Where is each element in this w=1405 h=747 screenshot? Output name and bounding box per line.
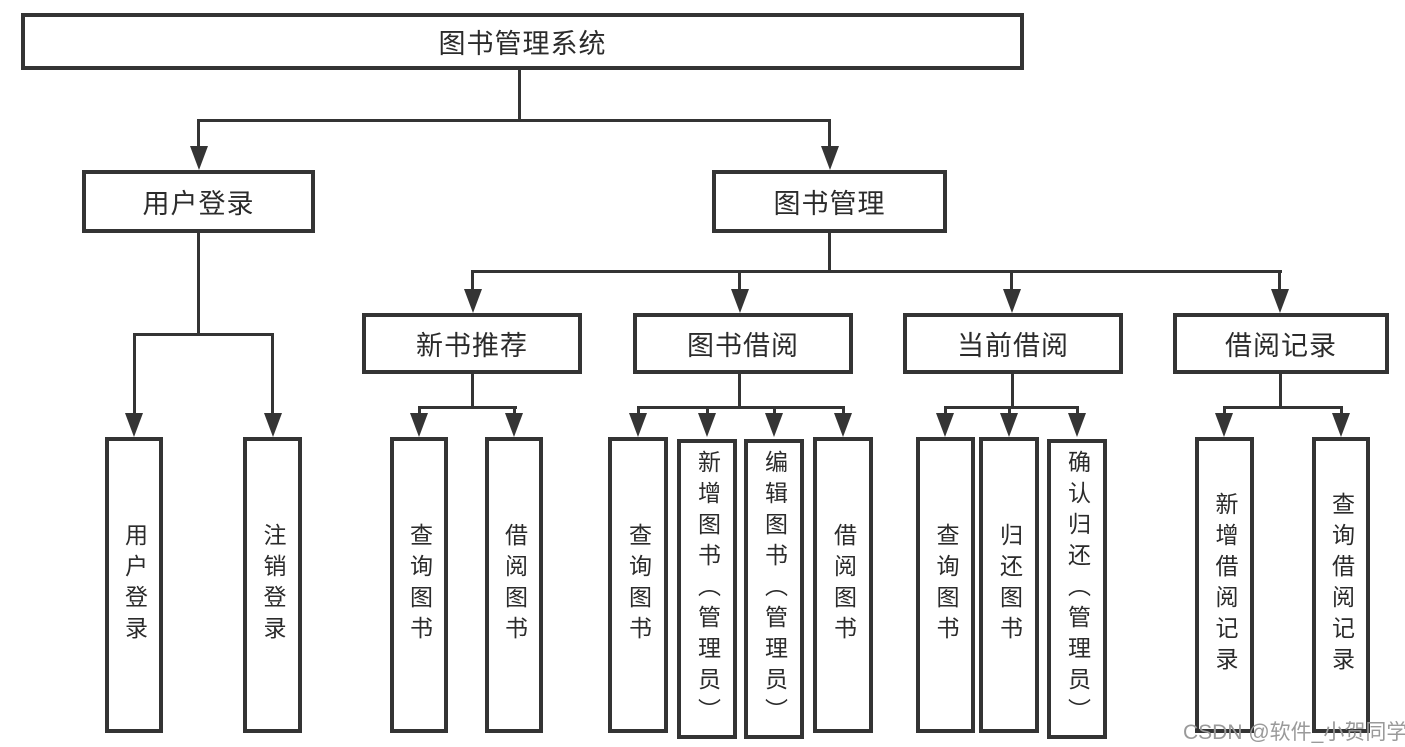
connector-line: [842, 406, 845, 418]
node-new-book-recommend: 新书推荐: [362, 313, 582, 374]
connector-line: [944, 406, 1079, 409]
arrow-down-icon: [629, 413, 647, 437]
connector-line: [133, 333, 274, 336]
connector-line: [271, 333, 274, 417]
connector-line: [133, 333, 136, 417]
connector-line: [828, 119, 831, 149]
arrow-down-icon: [1003, 289, 1021, 313]
leaf-newbook-borrow-books: 借阅图书: [485, 437, 543, 733]
node-current-borrow: 当前借阅: [903, 313, 1123, 374]
leaf-current-return-books: 归还图书: [979, 437, 1039, 733]
leaf-borrow-borrow-books: 借阅图书: [813, 437, 873, 733]
node-book-borrow: 图书借阅: [633, 313, 853, 374]
connector-line: [1223, 406, 1226, 418]
arrow-down-icon: [125, 413, 143, 437]
arrow-down-icon: [731, 289, 749, 313]
arrow-down-icon: [821, 146, 839, 170]
arrow-down-icon: [505, 413, 523, 437]
connector-line: [1279, 373, 1282, 409]
connector-line: [1008, 406, 1011, 418]
leaf-borrow-add-books-admin: 新增图书（管理员）: [677, 439, 737, 739]
connector-line: [706, 406, 709, 418]
connector-line: [1076, 406, 1079, 418]
connector-line: [513, 406, 516, 418]
leaf-borrow-query-books: 查询图书: [608, 437, 668, 733]
connector-line: [418, 406, 517, 409]
node-borrow-records: 借阅记录: [1173, 313, 1389, 374]
node-book-management: 图书管理: [712, 170, 947, 233]
connector-line: [471, 270, 474, 292]
connector-line: [471, 270, 1282, 273]
arrow-down-icon: [1215, 413, 1233, 437]
connector-line: [418, 406, 421, 418]
arrow-down-icon: [936, 413, 954, 437]
connector-line: [1278, 270, 1281, 292]
connector-line: [738, 373, 741, 409]
connector-line: [828, 233, 831, 273]
arrow-down-icon: [190, 146, 208, 170]
arrow-down-icon: [410, 413, 428, 437]
arrow-down-icon: [1000, 413, 1018, 437]
connector-line: [471, 373, 474, 409]
connector-line: [944, 406, 947, 418]
connector-line: [197, 119, 831, 122]
node-library-system: 图书管理系统: [21, 13, 1024, 70]
csdn-watermark: CSDN @软件_小贺同学: [1183, 721, 1405, 744]
arrow-down-icon: [1271, 289, 1289, 313]
connector-line: [637, 406, 640, 418]
arrow-down-icon: [834, 413, 852, 437]
connector-line: [773, 406, 776, 418]
connector-line: [197, 233, 200, 336]
connector-line: [1010, 270, 1013, 292]
leaf-user-login: 用户登录: [105, 437, 163, 733]
connector-line: [197, 119, 200, 149]
connector-line: [637, 406, 845, 409]
leaf-current-confirm-return-admin: 确认归还（管理员）: [1047, 439, 1107, 739]
leaf-records-query-record: 查询借阅记录: [1312, 437, 1370, 733]
arrow-down-icon: [698, 413, 716, 437]
connector-line: [1011, 373, 1014, 409]
arrow-down-icon: [1332, 413, 1350, 437]
arrow-down-icon: [1068, 413, 1086, 437]
node-user-login: 用户登录: [82, 170, 315, 233]
connector-line: [738, 270, 741, 292]
leaf-current-query-books: 查询图书: [916, 437, 975, 733]
leaf-newbook-query-books: 查询图书: [390, 437, 448, 733]
arrow-down-icon: [464, 289, 482, 313]
leaf-records-add-record: 新增借阅记录: [1195, 437, 1254, 733]
connector-line: [1340, 406, 1343, 418]
leaf-borrow-edit-books-admin: 编辑图书（管理员）: [744, 439, 804, 739]
connector-line: [518, 67, 521, 122]
arrow-down-icon: [765, 413, 783, 437]
arrow-down-icon: [264, 413, 282, 437]
leaf-logout: 注销登录: [243, 437, 302, 733]
connector-line: [1223, 406, 1342, 409]
